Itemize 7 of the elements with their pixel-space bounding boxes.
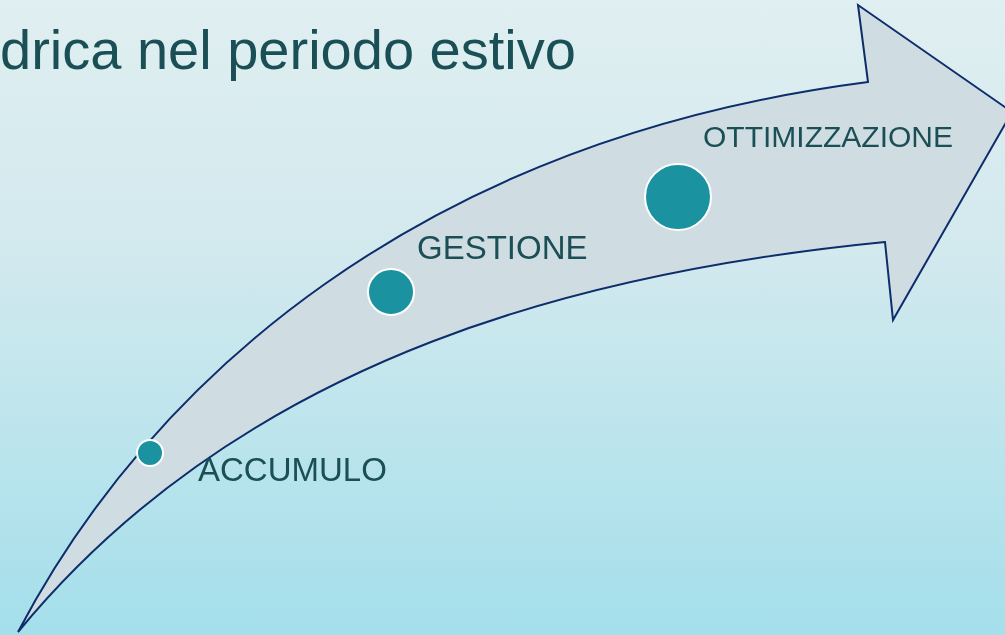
stage-label: OTTIMIZZAZIONE bbox=[703, 120, 953, 153]
title: drica nel periodo estivo bbox=[0, 18, 576, 83]
stage-dot bbox=[644, 163, 712, 231]
stage-dot bbox=[136, 439, 164, 467]
stage-label: GESTIONE bbox=[417, 230, 588, 267]
stage-label: ACCUMULO bbox=[198, 452, 387, 489]
stage-dot bbox=[367, 268, 415, 316]
